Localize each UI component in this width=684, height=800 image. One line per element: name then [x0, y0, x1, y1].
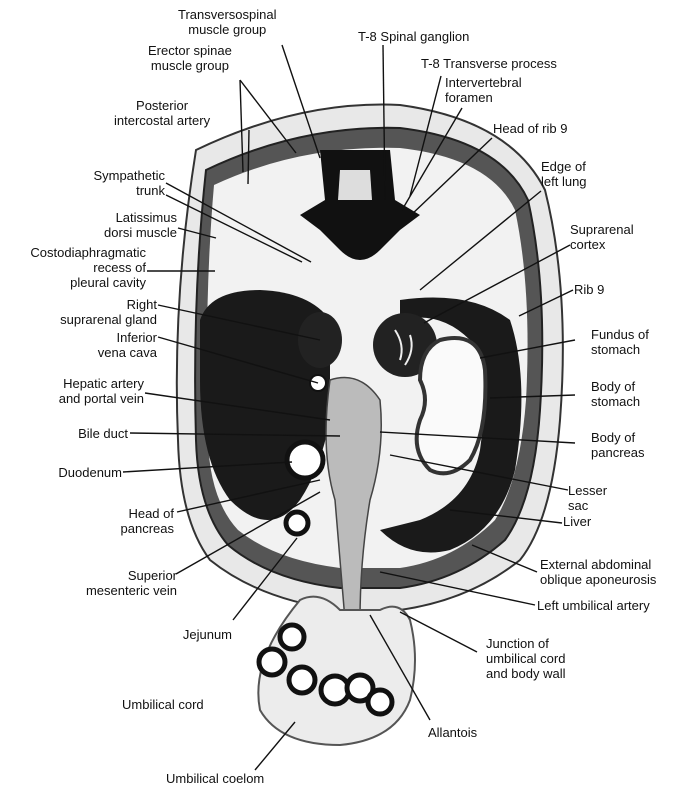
- leader-umbilical-coelom: [254, 721, 296, 771]
- leader-posterior-intercostal: [247, 129, 250, 185]
- leader-head-pancreas: [176, 479, 321, 513]
- label-transversospinal: Transversospinal muscle group: [178, 7, 277, 37]
- leader-hepatic-artery: [144, 392, 331, 421]
- suprarenal-cortex-pattern: [394, 329, 413, 366]
- label-erector-spinae: Erector spinae muscle group: [148, 43, 232, 73]
- label-edge-of-left-lung: Edge of left lung: [541, 159, 587, 189]
- mesentery: [325, 376, 382, 621]
- label-body-of-pancreas: Body of pancreas: [591, 430, 645, 460]
- label-sympathetic-trunk: Sympathetic trunk: [93, 168, 165, 198]
- label-liver: Liver: [563, 514, 592, 529]
- label-bile-duct: Bile duct: [78, 426, 128, 441]
- leader-right-suprarenal: [157, 304, 321, 341]
- leader-junction-umbilical: [399, 611, 478, 653]
- leader-jejunum: [232, 537, 298, 621]
- leader-duodenum: [122, 461, 293, 473]
- jejunum-loop-5: [344, 672, 376, 704]
- leader-liver: [449, 509, 563, 524]
- jejunum-loop-6: [365, 687, 395, 717]
- stomach-wall: [414, 336, 488, 476]
- leader-lesser-sac: [389, 454, 569, 491]
- leader-allantois: [369, 614, 431, 721]
- label-costodiaphragmatic-recess: Costodiaphragmatic recess of pleural cav…: [30, 245, 146, 290]
- label-t8-spinal-ganglion: T-8 Spinal ganglion: [358, 29, 470, 44]
- leader-transversospinal: [281, 44, 321, 159]
- label-t8-transverse-process: T-8 Transverse process: [421, 56, 557, 71]
- label-duodenum: Duodenum: [58, 465, 122, 480]
- leader-ext-oblique: [471, 544, 538, 573]
- label-hepatic-artery-portal-vein: Hepatic artery and portal vein: [58, 376, 144, 406]
- jejunum-loop-3: [286, 664, 318, 696]
- leader-sympathetic-trunk: [165, 182, 312, 263]
- label-posterior-intercostal-artery: Posterior intercostal artery: [114, 98, 211, 128]
- jejunum-loop-7: [283, 509, 311, 537]
- label-superior-mesenteric-vein: Superior mesenteric vein: [85, 568, 177, 598]
- leader-rib-9: [518, 289, 574, 317]
- liver-mass-left: [380, 297, 522, 553]
- label-allantois: Allantois: [428, 725, 478, 740]
- label-body-of-stomach: Body of stomach: [591, 379, 641, 409]
- leader-left-umbilical-artery: [379, 571, 536, 606]
- leader-body-stomach: [489, 394, 576, 399]
- label-right-suprarenal-gland: Right suprarenal gland: [60, 297, 157, 327]
- label-suprarenal-cortex: Suprarenal cortex: [570, 222, 634, 252]
- leader-bile-duct: [129, 432, 341, 437]
- label-head-of-pancreas: Head of pancreas: [120, 506, 174, 536]
- label-junction-umbilical-cord: Junction of umbilical cord and body wall: [486, 636, 566, 681]
- label-external-abdominal-oblique: External abdominal oblique aponeurosis: [540, 557, 657, 587]
- leader-smv: [175, 491, 321, 575]
- vertebra: [300, 150, 420, 260]
- label-rib-9: Rib 9: [574, 282, 605, 297]
- leader-edge-left-lung: [419, 190, 542, 291]
- jejunum-loop-2: [256, 646, 288, 678]
- label-intervertebral-foramen: Intervertebral foramen: [445, 75, 522, 105]
- leader-body-pancreas: [379, 431, 576, 444]
- label-latissimus-dorsi: Latissimus dorsi muscle: [104, 210, 177, 240]
- label-umbilical-coelom: Umbilical coelom: [166, 771, 265, 786]
- label-left-umbilical-artery: Left umbilical artery: [537, 598, 650, 613]
- label-head-of-rib-9: Head of rib 9: [493, 121, 568, 136]
- leader-sympathetic-trunk-2: [165, 194, 303, 263]
- leader-spinal-ganglion: [382, 44, 386, 201]
- label-jejunum: Jejunum: [182, 627, 232, 642]
- label-umbilical-cord: Umbilical cord: [122, 697, 204, 712]
- leader-latissimus: [177, 227, 217, 239]
- leader-head-rib-9: [409, 137, 493, 217]
- jejunum-loop-1: [277, 622, 307, 652]
- label-lesser-sac: Lesser sac: [568, 483, 608, 513]
- leader-intervertebral: [401, 107, 463, 211]
- spinal-canal: [338, 170, 372, 200]
- leader-erector-a: [239, 79, 244, 173]
- label-fundus-of-stomach: Fundus of stomach: [591, 327, 649, 357]
- label-inferior-vena-cava: Inferior vena cava: [97, 330, 157, 360]
- leader-suprarenal-cortex: [423, 244, 571, 324]
- duodenum-shape: [284, 439, 326, 481]
- leader-transverse-process: [409, 75, 442, 197]
- leader-fundus: [479, 339, 576, 359]
- leader-erector-b: [239, 79, 297, 154]
- leader-ivc: [157, 336, 319, 384]
- leader-lines: [122, 44, 576, 771]
